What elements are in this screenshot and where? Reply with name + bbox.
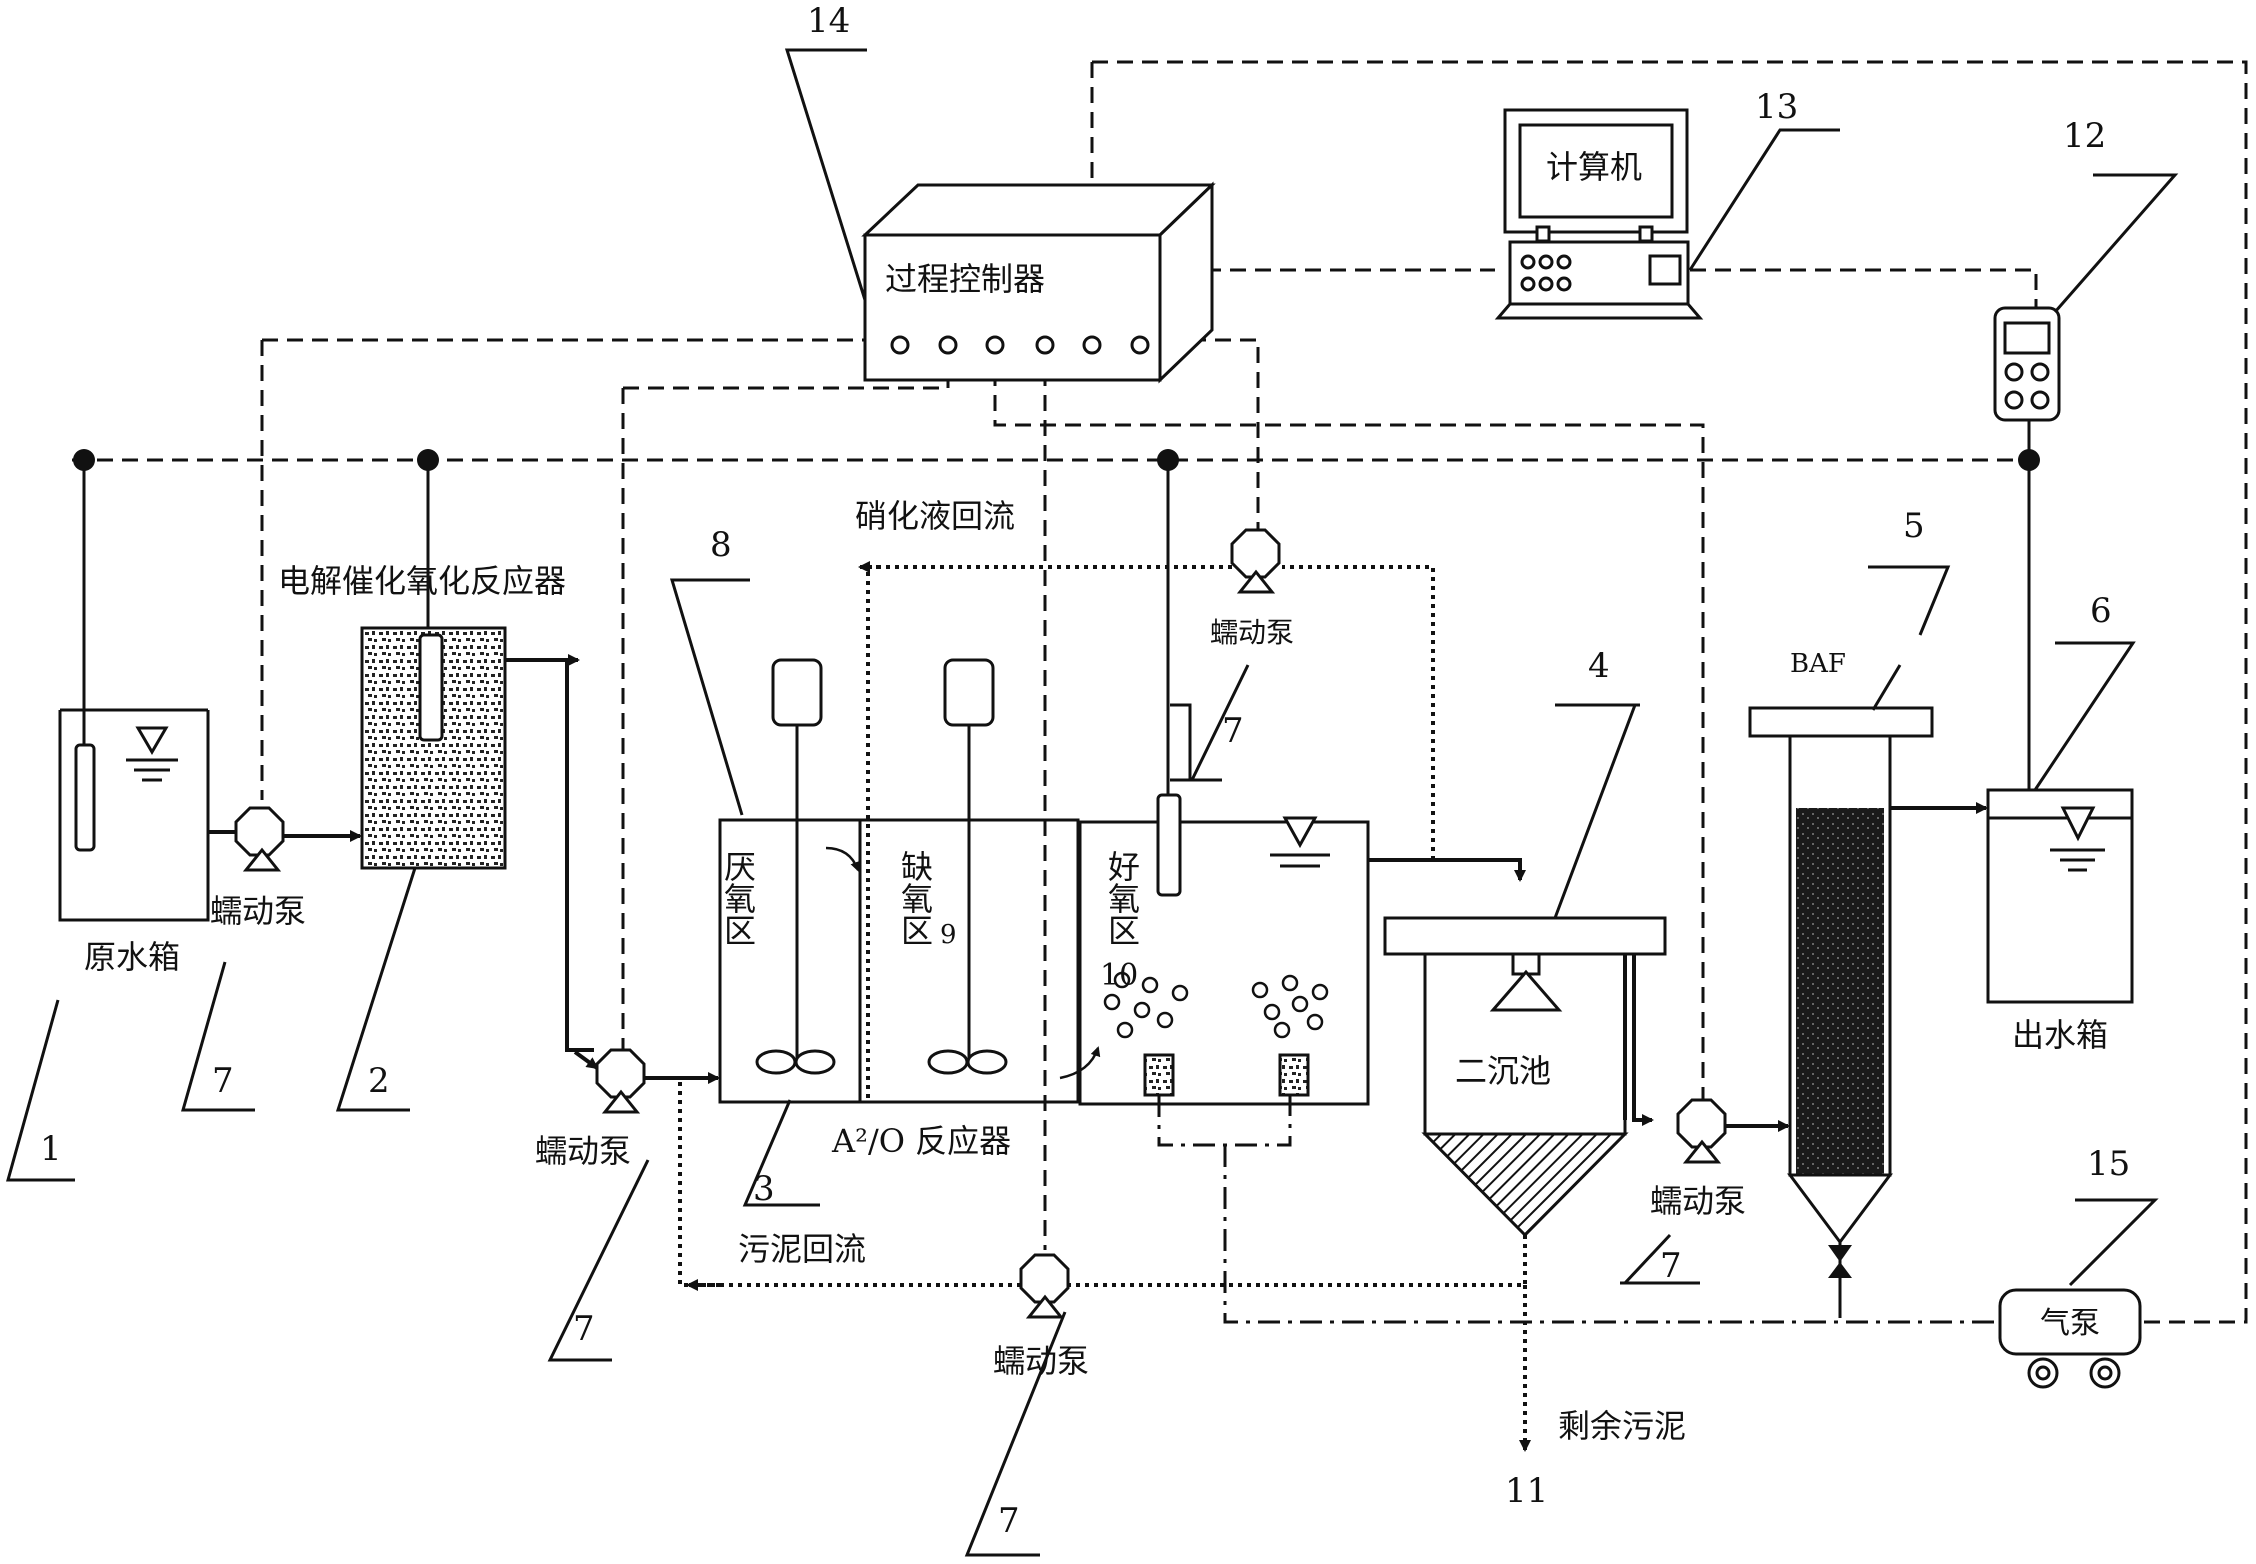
- flow-pipes: [208, 654, 1988, 1132]
- aerobic-label: 好氧区: [1103, 850, 1141, 946]
- controller-label: 过程控制器: [885, 260, 1045, 298]
- baf-top: [1748, 706, 1934, 738]
- nitrify-return-label: 硝化液回流: [855, 497, 1015, 535]
- num-15: 15: [2087, 1144, 2130, 1184]
- diffuser-left: [1143, 1053, 1175, 1097]
- pump-label-1: 蠕动泵: [210, 892, 306, 930]
- pump-4: [1019, 1253, 1070, 1319]
- num-4: 4: [1588, 646, 1610, 686]
- num-2: 2: [368, 1061, 390, 1101]
- diffuser-right: [1278, 1053, 1310, 1097]
- reactor-electrode: [418, 633, 444, 742]
- num-7c: 7: [998, 1501, 1020, 1541]
- num-7a: 7: [212, 1061, 234, 1101]
- pump-label-3: 蠕动泵: [1210, 616, 1294, 649]
- zone-number-10: 10: [1100, 958, 1138, 993]
- computer: [1494, 108, 1704, 320]
- pump-2: [595, 1048, 646, 1114]
- anaerobic-label: 厌氧区: [719, 850, 757, 946]
- num-8: 8: [710, 525, 732, 565]
- sensor-leads: [82, 420, 2031, 795]
- aerobic-water-level: [1270, 816, 1330, 868]
- num-5: 5: [1903, 506, 1925, 546]
- num-7b: 7: [573, 1309, 595, 1349]
- return-lines: [678, 561, 1531, 1452]
- pump-label-2: 蠕动泵: [535, 1132, 631, 1170]
- air-line-main: [1223, 1145, 2000, 1324]
- air-pump-label: 气泵: [2040, 1306, 2100, 1341]
- num-7d: 7: [1222, 711, 1244, 751]
- mixer-anoxic: [927, 658, 1008, 1075]
- raw-tank-label: 原水箱: [84, 938, 180, 976]
- leader-lines: [6, 48, 2179, 1557]
- num-3: 3: [753, 1169, 775, 1209]
- num-14: 14: [807, 1, 850, 41]
- aeration-bubbles: [1103, 971, 1329, 1039]
- meter: [1993, 306, 2061, 422]
- zone-number-9: 9: [940, 920, 957, 950]
- baf-media: [1796, 808, 1884, 1175]
- baf-label: BAF: [1790, 649, 1846, 679]
- sludge-return-label: 污泥回流: [738, 1230, 866, 1268]
- num-7e: 7: [1660, 1246, 1682, 1286]
- num-1: 1: [40, 1129, 62, 1169]
- secondary-clarifier: [1383, 916, 1667, 1136]
- process-controller: [861, 181, 1216, 384]
- out-tank-label: 出水箱: [2012, 1016, 2108, 1054]
- num-12: 12: [2063, 116, 2106, 156]
- pump-5: [1676, 1098, 1727, 1164]
- controller-ports: [890, 335, 1150, 355]
- excess-sludge-label: 剩余污泥: [1558, 1407, 1686, 1445]
- pump-label-5: 蠕动泵: [1650, 1182, 1746, 1220]
- baf-cone: [1787, 1173, 1893, 1245]
- mixer-anaerobic: [755, 658, 836, 1075]
- flow-arrow-anoxic-aerobic: [1059, 1046, 1101, 1080]
- effluent-tank: [1986, 788, 2134, 1004]
- clarifier-cone: [1421, 1132, 1629, 1238]
- secondary-label: 二沉池: [1455, 1052, 1551, 1090]
- num-11: 11: [1505, 1471, 1548, 1511]
- electro-reactor-label: 电解催化氧化反应器: [278, 562, 566, 600]
- a2o-label: A²/O 反应器: [831, 1122, 1011, 1160]
- anoxic-label: 缺氧区: [896, 850, 934, 946]
- computer-label: 计算机: [1546, 148, 1642, 186]
- pump-1: [234, 806, 285, 872]
- flow-arrow-anaerobic-anoxic: [825, 846, 860, 872]
- air-pump: [1998, 1288, 2142, 1389]
- pump-3: [1230, 528, 1281, 594]
- num-6: 6: [2090, 591, 2112, 631]
- num-13: 13: [1755, 87, 1798, 127]
- leader-numbers: 1 7 2 3 7 7 8 7 4 7 5 6 12 13 14 15 11: [40, 1, 2130, 1541]
- aerobic-probe: [1156, 793, 1182, 897]
- raw-water-tank: [58, 708, 210, 922]
